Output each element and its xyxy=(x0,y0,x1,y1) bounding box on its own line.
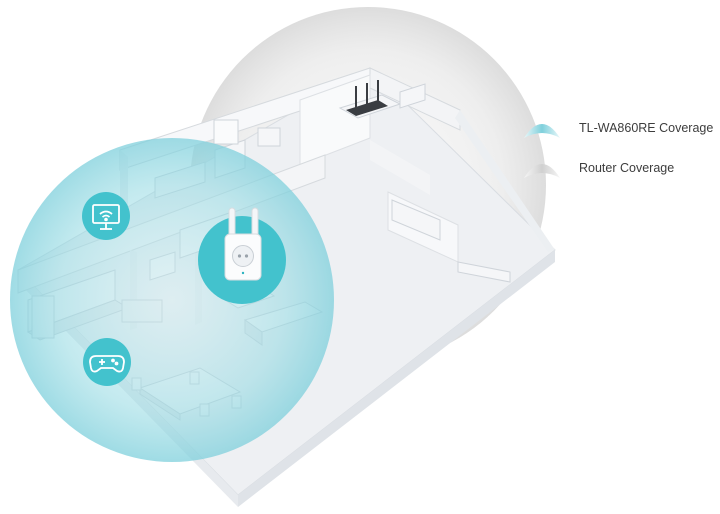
extender-coverage-swatch xyxy=(524,124,560,138)
router-coverage-swatch xyxy=(524,164,560,178)
monitor-badge xyxy=(82,192,130,240)
legend-item-router: Router Coverage xyxy=(522,152,712,192)
legend-label-router: Router Coverage xyxy=(579,161,675,175)
extender-badge xyxy=(198,207,286,304)
gamepad-badge xyxy=(83,338,131,386)
gamepad-icon xyxy=(89,355,125,373)
coverage-legend: TL-WA860RE Coverage Router Coverage xyxy=(522,112,714,192)
legend-label-extender: TL-WA860RE Coverage xyxy=(579,121,714,135)
monitor-wifi-icon xyxy=(92,204,120,230)
legend-item-extender: TL-WA860RE Coverage xyxy=(522,112,714,152)
wifi-range-extender-icon xyxy=(224,207,262,281)
extender-coverage-area xyxy=(10,138,334,462)
wireless-router-icon xyxy=(346,80,388,116)
